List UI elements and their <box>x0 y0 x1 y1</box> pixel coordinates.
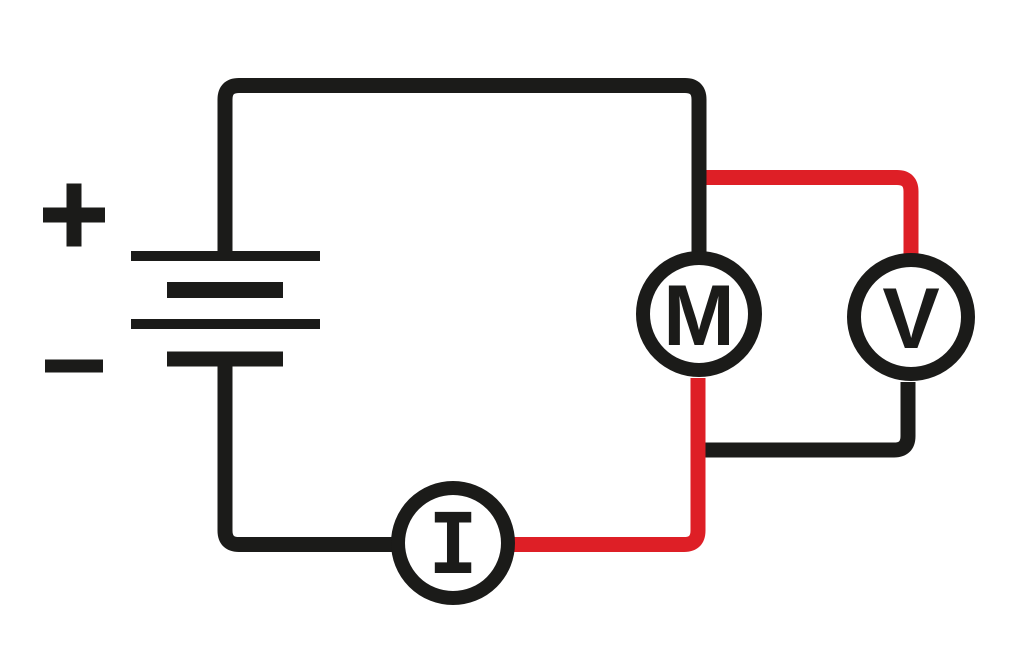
ammeter-meter: I <box>391 481 515 605</box>
wire-black-top <box>217 78 707 252</box>
voltmeter-meter: V <box>847 253 975 381</box>
motor-circle <box>636 251 762 377</box>
wire-red-motor-bottom <box>514 378 706 552</box>
wire-red-voltmeter-top <box>699 170 919 254</box>
plus-icon <box>43 183 105 247</box>
battery-positive-terminal-mark: + <box>43 183 105 247</box>
motor-label: M <box>663 268 735 364</box>
wire-black-bottom-left <box>217 363 392 552</box>
voltmeter-circle <box>847 253 975 381</box>
motor-meter: M <box>636 251 762 377</box>
ammeter-circle <box>391 481 515 605</box>
ammeter-label: I <box>428 495 479 593</box>
battery-symbol: + − <box>43 183 320 373</box>
wire-black-voltmeter-bottom <box>698 382 916 458</box>
voltmeter-label: V <box>882 271 939 367</box>
